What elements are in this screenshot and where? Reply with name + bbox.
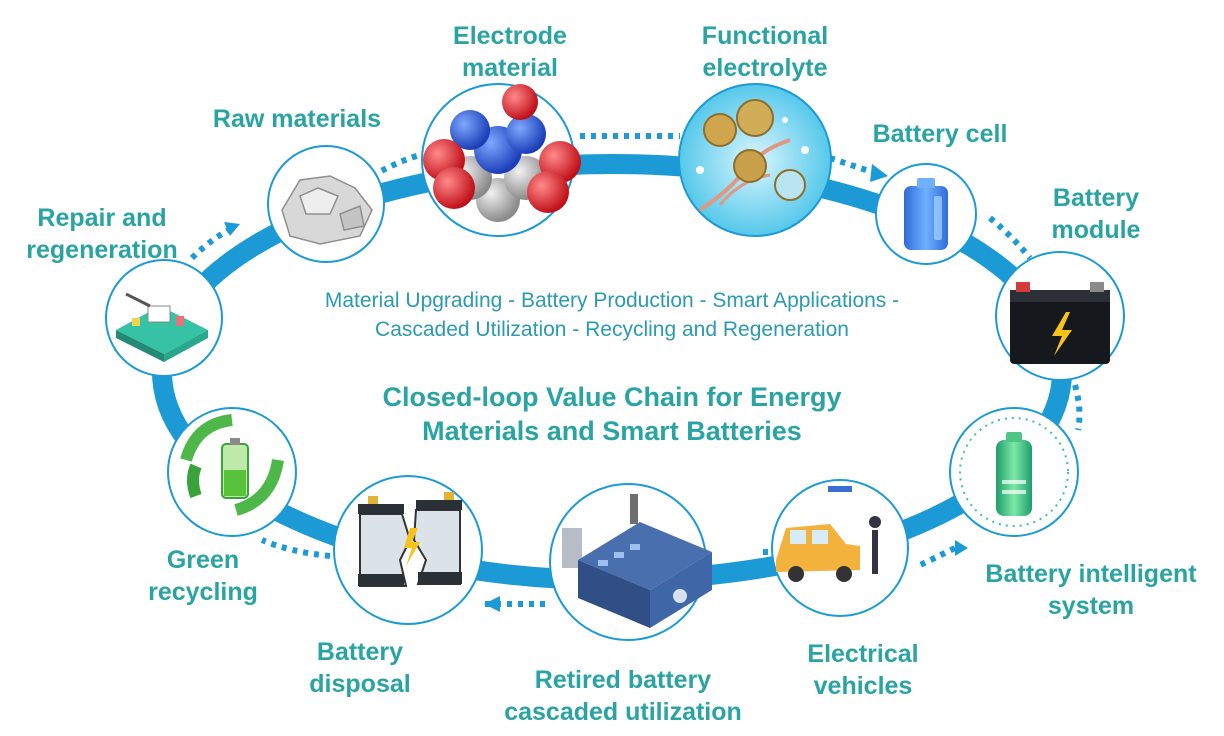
arrow-head-icon [955, 540, 968, 556]
arrow-electrolyte-to-cell [829, 155, 873, 175]
label-line: Battery [1052, 184, 1140, 212]
label-line: regeneration [26, 236, 178, 264]
node-battery-module [995, 251, 1125, 381]
label-line: Green [166, 546, 240, 574]
label-retired-battery: Retired battery cascaded utilization [478, 664, 768, 728]
battery-cell-icon [904, 178, 948, 250]
ev-charging-icon [776, 486, 881, 582]
broken-battery-icon [358, 492, 462, 587]
node-green-recycling [167, 407, 297, 537]
factory-icon [562, 494, 712, 628]
crystal-rock-icon [281, 175, 373, 245]
node-battery-cell [875, 163, 977, 265]
label-functional-electrolyte: Functional electrolyte [680, 20, 850, 84]
node-battery-disposal [333, 475, 483, 625]
arrow-raw-to-electrode [370, 151, 425, 179]
label-line: Electrical [807, 640, 919, 668]
arrow-module-to-system [1072, 384, 1083, 431]
label-electrode-material: Electrode material [430, 20, 590, 84]
label-line: vehicles [813, 672, 913, 700]
label-battery-cell: Battery cell [852, 118, 1028, 150]
node-electrical-vehicles [771, 479, 909, 617]
label-line: Battery cell [872, 120, 1008, 148]
label-green-recycling: Green recycling [130, 544, 276, 608]
label-line: cascaded utilization [504, 698, 742, 726]
label-line: electrolyte [702, 54, 828, 82]
label-line: Electrode [453, 22, 567, 50]
label-line: Battery intelligent [985, 560, 1197, 588]
diagram-title-line-1: Closed-loop Value Chain for Energy [382, 382, 842, 412]
recycle-battery-icon [180, 414, 284, 516]
diagram-title-line-2: Materials and Smart Batteries [422, 416, 802, 446]
label-line: material [462, 54, 558, 82]
label-battery-module: Battery module [1026, 182, 1166, 246]
label-line: Repair and [37, 204, 167, 232]
circuit-repair-icon [116, 292, 208, 362]
label-battery-intelligent-system: Battery intelligent system [964, 558, 1218, 622]
label-line: Battery [316, 638, 404, 666]
node-repair-regeneration [105, 259, 223, 377]
arrow-disposal-to-recycling [260, 537, 331, 559]
label-line: disposal [309, 670, 411, 698]
node-electrode-material [421, 83, 581, 237]
arrow-cell-to-module [988, 215, 1033, 260]
diagram-subtitle-line-1: Material Upgrading - Battery Production … [324, 289, 900, 312]
label-raw-materials: Raw materials [204, 103, 390, 135]
molecule-icon [423, 84, 581, 222]
label-line: module [1051, 216, 1141, 244]
label-line: Raw materials [212, 105, 382, 133]
label-battery-disposal: Battery disposal [290, 636, 430, 700]
node-battery-intelligent-system [949, 407, 1079, 537]
diagram-subtitle-line-2: Cascaded Utilization - Recycling and Reg… [375, 318, 849, 341]
arrow-heads [224, 164, 968, 612]
label-repair-regeneration: Repair and regeneration [12, 202, 192, 266]
arrow-system-to-vehicles [916, 545, 957, 569]
label-line: Functional [701, 22, 829, 50]
label-electrical-vehicles: Electrical vehicles [788, 638, 938, 702]
label-line: recycling [148, 578, 258, 606]
arrow-head-icon [484, 596, 500, 612]
car-battery-icon [1010, 282, 1110, 364]
label-line: Retired battery [534, 666, 712, 694]
node-retired-battery [549, 483, 712, 641]
electrolyte-icon [696, 99, 809, 212]
node-functional-electrolyte [678, 83, 832, 237]
arrow-head-icon [224, 222, 240, 236]
node-raw-materials [267, 145, 385, 263]
arrow-head-icon [870, 164, 888, 182]
label-line: system [1047, 592, 1135, 620]
smart-battery-icon [959, 417, 1069, 527]
